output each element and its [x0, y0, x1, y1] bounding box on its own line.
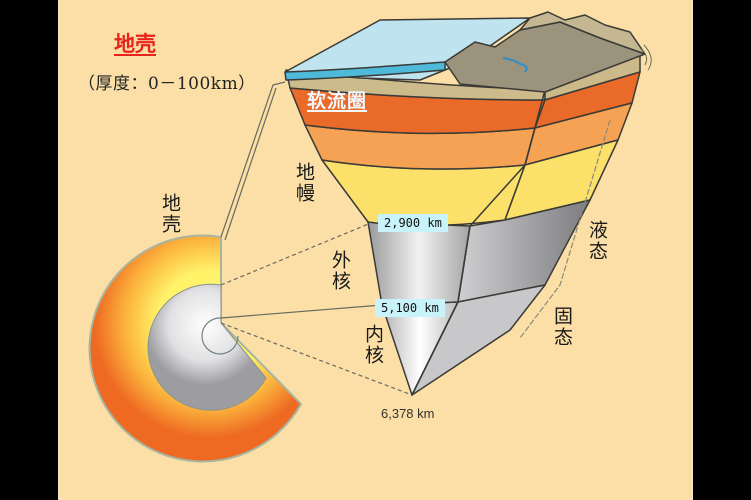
inner-core-label: 内核 — [362, 324, 384, 366]
state-boundary-line — [519, 119, 611, 339]
surface-terrain — [284, 11, 652, 93]
crust-small-label: 地壳 — [159, 193, 181, 235]
outer-core-label: 外核 — [329, 250, 351, 292]
liquid-state-label: 液态 — [586, 220, 608, 262]
crust-title: 地壳 — [114, 32, 156, 56]
globe-cutaway — [88, 234, 303, 463]
depth-marker-5100: 5,100 km — [375, 299, 445, 317]
asthenosphere-label: 软流圈 — [307, 90, 368, 112]
connector-lines — [220, 81, 413, 396]
solid-state-label: 固态 — [551, 306, 573, 348]
crust-thickness-note: （厚度：0－100km） — [78, 74, 256, 94]
depth-marker-2900: 2,900 km — [378, 214, 448, 232]
depth-marker-6378: 6,378 km — [381, 406, 435, 421]
mantle-label: 地幔 — [293, 162, 315, 204]
earth-wedge — [285, 54, 641, 396]
